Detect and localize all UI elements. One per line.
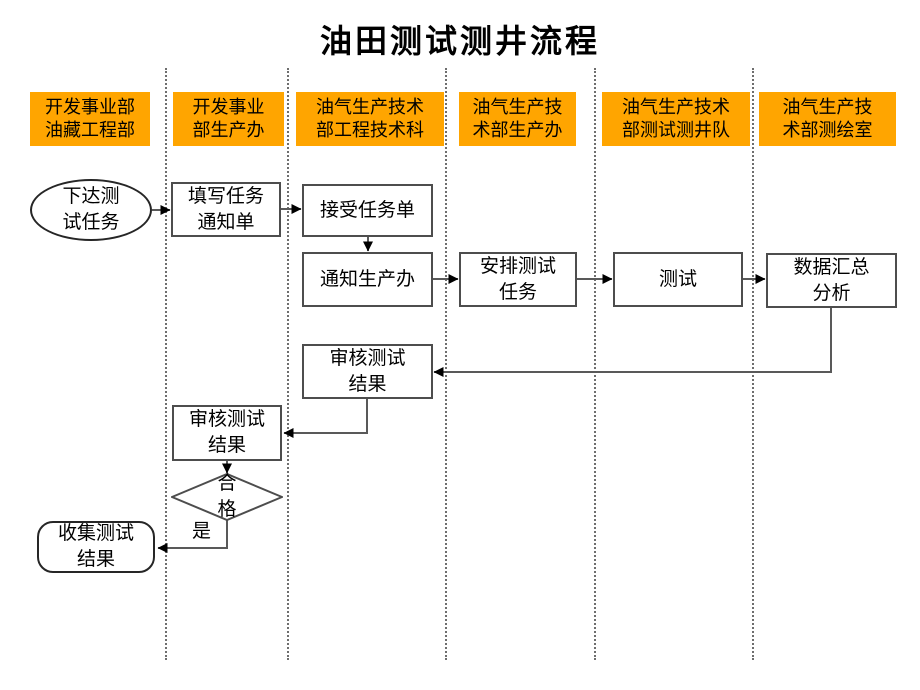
lane-divider-1 — [165, 68, 167, 660]
lane-header-logging-team: 油气生产技术 部测试测井队 — [602, 92, 750, 146]
node-notify-production: 通知生产办 — [302, 252, 433, 307]
lane-divider-5 — [752, 68, 754, 660]
node-decision-label: 合 格 — [217, 473, 237, 520]
lane-divider-2 — [287, 68, 289, 660]
node-review-results-prod: 审核测试 结果 — [172, 405, 282, 461]
node-fill-task-form: 填写任务 通知单 — [171, 182, 281, 237]
connector-review-tech-to-review-prod — [283, 399, 368, 438]
node-arrange-task: 安排测试 任务 — [459, 252, 577, 307]
lane-divider-3 — [445, 68, 447, 660]
lane-header-surveying-room: 油气生产技 术部测绘室 — [759, 92, 896, 146]
connector-data-summary-to-review-tech — [433, 308, 832, 377]
connector-decision-yes-to-collect-results — [157, 520, 228, 553]
lane-header-reservoir-engineering: 开发事业部 油藏工程部 — [30, 92, 150, 146]
page-title: 油田测试测井流程 — [319, 23, 600, 59]
node-accept-task: 接受任务单 — [302, 184, 433, 237]
node-start-terminator: 下达测 试任务 — [30, 179, 152, 241]
node-test: 测试 — [613, 252, 743, 307]
lane-divider-4 — [594, 68, 596, 660]
node-collect-results: 收集测试 结果 — [37, 521, 155, 573]
lane-header-gas-production-office: 油气生产技 术部生产办 — [459, 92, 576, 146]
lane-header-engineering-tech-section: 油气生产技术 部工程技术科 — [296, 92, 444, 146]
node-decision-diamond-shape — [171, 473, 283, 521]
decision-yes-label: 是 — [192, 521, 212, 542]
node-data-summary-analysis: 数据汇总 分析 — [766, 253, 897, 308]
lane-header-dev-production-office: 开发事业 部生产办 — [173, 92, 284, 146]
node-review-results-tech: 审核测试 结果 — [302, 344, 433, 399]
